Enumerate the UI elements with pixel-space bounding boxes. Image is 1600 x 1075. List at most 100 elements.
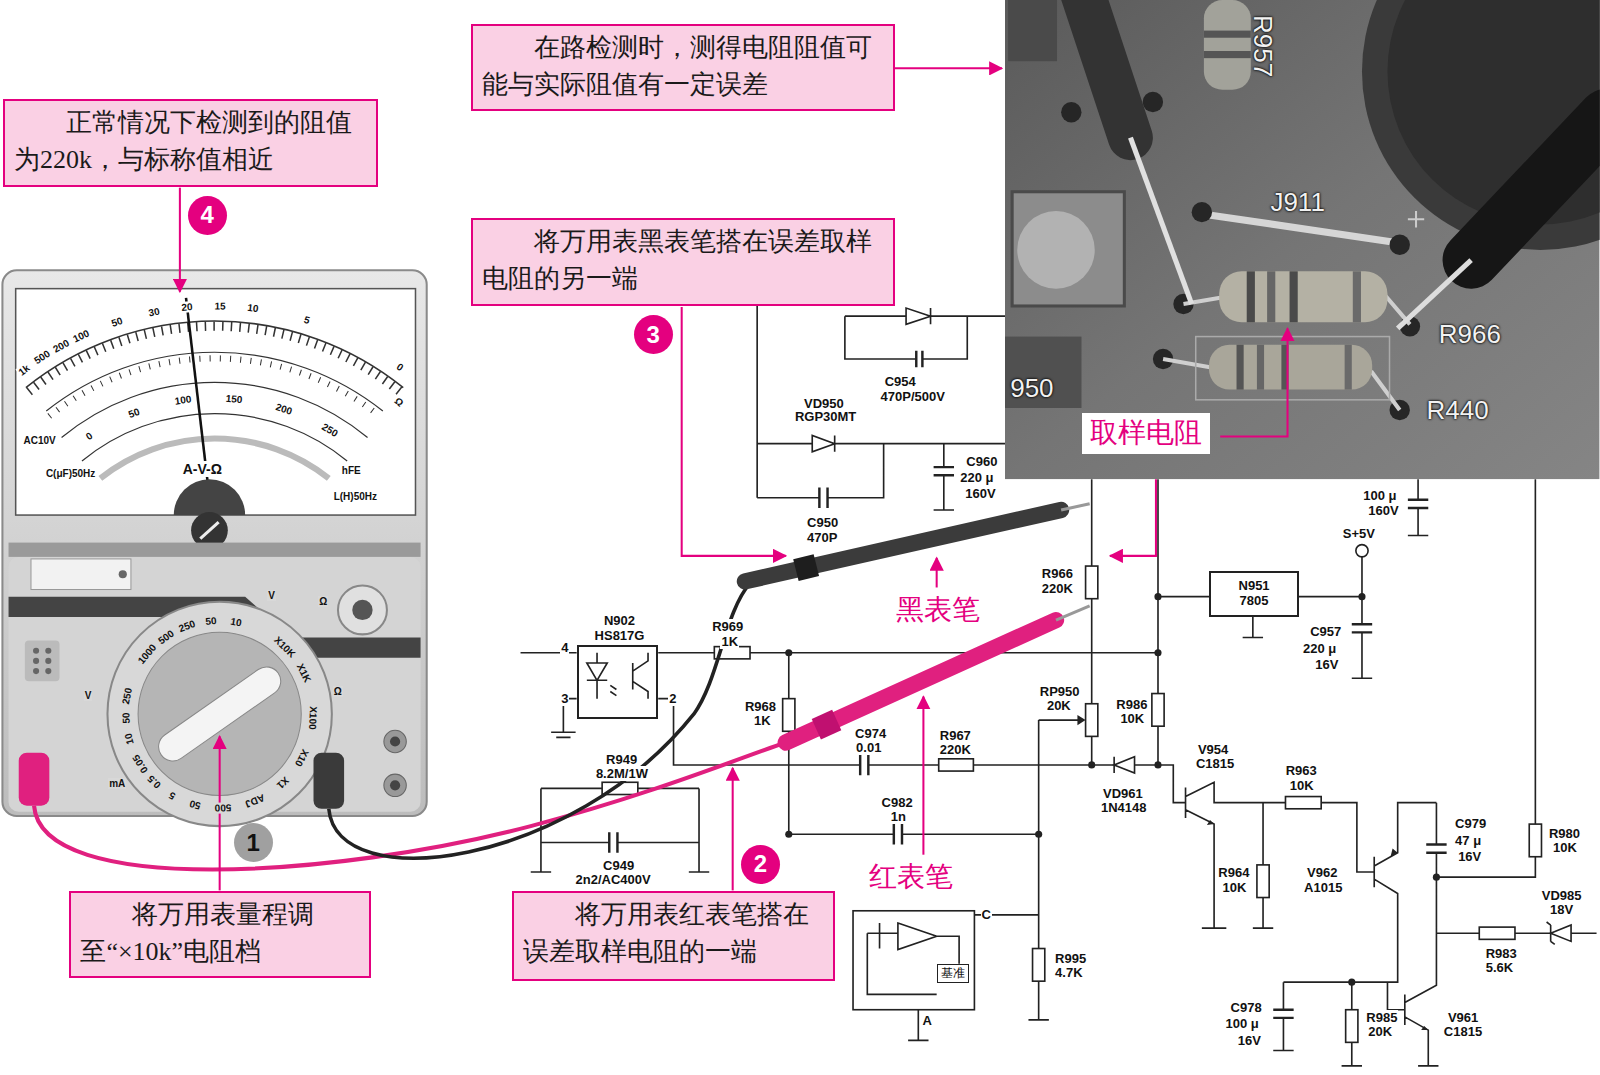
component-label: 0.01 xyxy=(855,740,882,755)
node-text: 4 xyxy=(201,203,214,227)
pcb-photo xyxy=(1143,92,1163,112)
component-label: 4 xyxy=(560,640,569,655)
test-leads xyxy=(34,504,1090,870)
circuit-schematic xyxy=(1077,715,1428,1030)
scale-number: 0 xyxy=(83,430,95,443)
circuit-schematic xyxy=(1154,649,1161,656)
regulator-box: N951 7805 xyxy=(1209,571,1299,617)
scale-number: 500 xyxy=(31,347,53,366)
circuit-schematic xyxy=(939,759,974,771)
component-label: 100 μ xyxy=(1362,488,1397,503)
multimeter xyxy=(174,479,245,515)
pcb-photo xyxy=(1471,117,1600,260)
component-label: 10K xyxy=(1552,840,1578,855)
dial-label: 250 xyxy=(120,686,134,706)
pcb-photo xyxy=(1204,51,1251,58)
component-label: 220K xyxy=(1041,581,1074,596)
multimeter xyxy=(352,600,372,620)
component-label: R966 xyxy=(1041,566,1074,581)
pcb-photo xyxy=(1008,0,1057,61)
pcb-photo xyxy=(1345,345,1352,390)
circuit-schematic xyxy=(1358,593,1365,600)
scale-number: 50 xyxy=(126,405,142,420)
pcb-photo xyxy=(1408,211,1424,227)
pcb-photo xyxy=(1390,235,1410,255)
multimeter xyxy=(49,358,379,416)
test-leads xyxy=(796,565,816,570)
panel-label: V xyxy=(84,690,93,701)
multimeter xyxy=(26,321,403,478)
component-label: C950 xyxy=(806,515,839,530)
dial-label: 1000 xyxy=(135,641,159,667)
component-label: C1815 xyxy=(1195,756,1235,771)
component-label: R983 xyxy=(1485,946,1518,961)
node-text: 2 xyxy=(754,852,767,876)
dial-label: 0.05 xyxy=(129,752,150,776)
probe-label: 黑表笔 xyxy=(894,590,982,630)
component-label: 3 xyxy=(560,691,569,706)
pcb-photo xyxy=(1192,202,1212,222)
pcb-photo xyxy=(1005,337,1081,408)
test-leads xyxy=(34,743,786,870)
multimeter xyxy=(33,648,51,675)
test-leads xyxy=(786,620,1056,742)
component-label: C957 xyxy=(1309,624,1342,639)
photo-tag: 取样电阻 xyxy=(1082,413,1210,453)
component-label: 4.7K xyxy=(1054,965,1083,980)
node-text: 将万用表量程调至“×10k”电阻档 xyxy=(80,897,360,971)
callout-number: 3 xyxy=(634,315,673,354)
test-leads xyxy=(1056,606,1090,620)
component-label: 10K xyxy=(1221,880,1247,895)
circuit-schematic xyxy=(1479,927,1515,939)
multimeter xyxy=(390,736,400,746)
component-label: A1015 xyxy=(1303,880,1343,895)
photo-silkscreen: R957 xyxy=(1247,15,1278,77)
circuit-schematic xyxy=(1346,1010,1358,1043)
photo-silkscreen: 950 xyxy=(1010,373,1053,404)
callout-box: 将万用表黑表笔搭在误差取样电阻的另一端 xyxy=(471,218,894,306)
component-label: 160V xyxy=(964,486,996,501)
probe-label: 红表笔 xyxy=(867,857,955,897)
multimeter xyxy=(26,321,403,388)
circuit-schematic xyxy=(1152,694,1164,727)
component-label: 470P xyxy=(806,530,838,545)
pcb-photo xyxy=(1237,345,1244,390)
node-text: 正常情况下检测到的阻值为220k，与标称值相近 xyxy=(14,105,366,179)
node-text: N951 7805 xyxy=(1232,579,1276,609)
component-label: 20K xyxy=(1046,698,1072,713)
scale-label: L(H)50Hz xyxy=(333,491,378,502)
multimeter xyxy=(390,780,400,790)
component-label: C978 xyxy=(1230,1000,1263,1015)
multimeter xyxy=(338,585,387,634)
dial-label: 5 xyxy=(166,789,178,802)
component-label: C1815 xyxy=(1443,1024,1483,1039)
pcb-photo xyxy=(1081,0,1130,138)
component-label: 2n2/AC400V xyxy=(574,872,651,887)
dial-label: 500 xyxy=(155,628,177,648)
pcb-photo xyxy=(1204,31,1251,38)
dial-label: 500 xyxy=(213,802,232,814)
multimeter xyxy=(9,543,421,557)
leader-line xyxy=(180,68,1288,890)
pcb-photo xyxy=(1247,271,1255,322)
pcb-photo xyxy=(1204,0,1251,90)
circuit-schematic xyxy=(853,911,974,1010)
photo-silkscreen: R966 xyxy=(1439,319,1501,350)
circuit-schematic xyxy=(1433,874,1440,881)
component-label: C979 xyxy=(1454,816,1487,831)
circuit-schematic xyxy=(1086,566,1098,599)
scale-number: 10 xyxy=(246,302,260,315)
dial-label: X10K xyxy=(271,633,298,660)
circuit-schematic xyxy=(867,923,959,994)
component-label: RP950 xyxy=(1039,684,1081,699)
dial-label: ADJ xyxy=(242,792,267,810)
component-label: 18V xyxy=(1549,902,1574,917)
pcb-photo xyxy=(1267,271,1275,322)
scale-number: Ω xyxy=(392,395,407,410)
scale-number: 150 xyxy=(224,393,244,406)
component-label: RGP30MT xyxy=(794,409,857,424)
leader-line xyxy=(1110,479,1156,555)
component-label: 8.2M/1W xyxy=(595,766,649,781)
component-label: 10K xyxy=(1289,778,1315,793)
callout-number: 2 xyxy=(741,845,780,884)
